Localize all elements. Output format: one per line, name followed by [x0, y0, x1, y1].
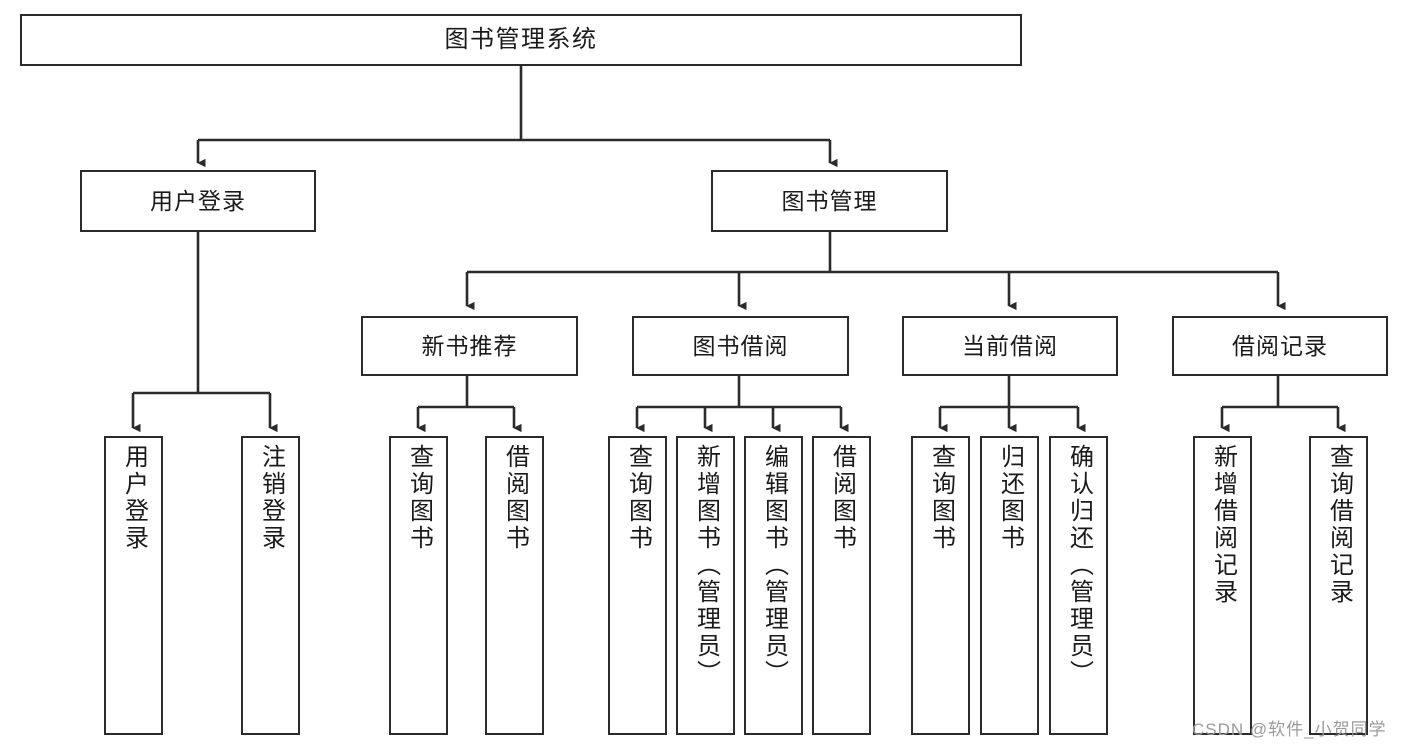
leaf-edit-book-admin[interactable]: 编辑图书（管理员）	[744, 436, 803, 735]
node-label: 图书借阅	[692, 332, 789, 359]
node-new-book-recommendation[interactable]: 新书推荐	[361, 316, 578, 376]
leaf-confirm-return-admin[interactable]: 确认归还（管理员）	[1049, 436, 1108, 735]
leaf-user-login[interactable]: 用户登录	[104, 436, 163, 735]
node-book-borrowing[interactable]: 图书借阅	[632, 316, 849, 376]
node-label: 借阅图书	[501, 444, 529, 552]
node-label: 查询借阅记录	[1325, 444, 1353, 606]
node-label: 归还图书	[996, 444, 1024, 552]
node-borrow-records[interactable]: 借阅记录	[1172, 316, 1388, 376]
node-label: 借阅图书	[828, 444, 856, 552]
leaf-borrow-books-borrowing[interactable]: 借阅图书	[812, 436, 871, 735]
node-label: 新增图书（管理员）	[692, 444, 720, 687]
node-label: 图书管理系统	[444, 26, 598, 54]
node-label: 查询图书	[927, 444, 955, 552]
leaf-query-borrow-record[interactable]: 查询借阅记录	[1309, 436, 1368, 735]
csdn-watermark: CSDN @软件_小贺同学	[1192, 720, 1387, 739]
node-current-borrowing[interactable]: 当前借阅	[902, 316, 1118, 376]
node-user-login[interactable]: 用户登录	[80, 170, 316, 232]
leaf-query-books-current[interactable]: 查询图书	[911, 436, 970, 735]
leaf-query-books-borrowing[interactable]: 查询图书	[608, 436, 667, 735]
node-label: 新增借阅记录	[1209, 444, 1237, 606]
node-label: 图书管理	[781, 187, 878, 214]
node-label: 确认归还（管理员）	[1065, 444, 1093, 687]
leaf-return-books[interactable]: 归还图书	[980, 436, 1039, 735]
node-book-management[interactable]: 图书管理	[711, 170, 948, 232]
node-label: 查询图书	[405, 444, 433, 552]
leaf-borrow-books-recommendation[interactable]: 借阅图书	[485, 436, 544, 735]
leaf-query-books-recommendation[interactable]: 查询图书	[389, 436, 448, 735]
node-root-book-management-system[interactable]: 图书管理系统	[20, 14, 1022, 66]
node-label: 编辑图书（管理员）	[760, 444, 788, 687]
node-label: 查询图书	[624, 444, 652, 552]
node-label: 用户登录	[120, 444, 148, 552]
node-label: 当前借阅	[962, 332, 1058, 359]
leaf-logout[interactable]: 注销登录	[241, 436, 300, 735]
leaf-add-borrow-record[interactable]: 新增借阅记录	[1193, 436, 1252, 735]
node-label: 新书推荐	[421, 332, 518, 359]
node-label: 用户登录	[150, 187, 246, 214]
node-label: 借阅记录	[1232, 332, 1328, 359]
leaf-add-book-admin[interactable]: 新增图书（管理员）	[676, 436, 735, 735]
node-label: 注销登录	[257, 444, 285, 552]
